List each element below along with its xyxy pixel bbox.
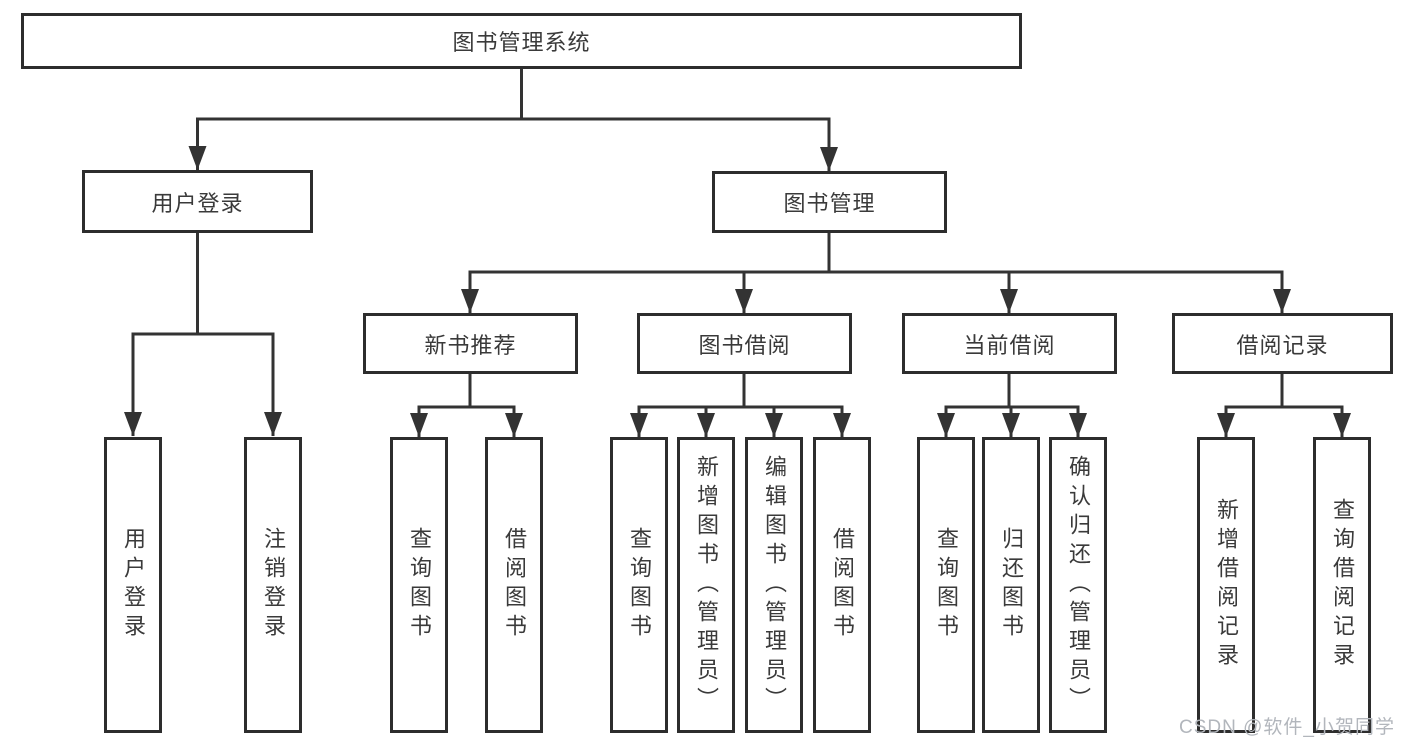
leaf-confirm-return-admin: 确认归还（管理员） — [1049, 437, 1107, 733]
leaf-query-books-recommend: 查询图书 — [390, 437, 448, 733]
node-user-login: 用户登录 — [82, 170, 313, 233]
leaf-query-borrow-record: 查询借阅记录 — [1313, 437, 1371, 733]
leaf-query-books-current: 查询图书 — [917, 437, 975, 733]
leaf-add-borrow-record: 新增借阅记录 — [1197, 437, 1255, 733]
leaf-borrow-books-recommend: 借阅图书 — [485, 437, 543, 733]
node-book-borrow: 图书借阅 — [637, 313, 852, 374]
leaf-logout: 注销登录 — [244, 437, 302, 733]
node-new-book-recommend: 新书推荐 — [363, 313, 578, 374]
leaf-return-book: 归还图书 — [982, 437, 1040, 733]
leaf-edit-book-admin: 编辑图书（管理员） — [745, 437, 803, 733]
leaf-add-book-admin: 新增图书（管理员） — [677, 437, 735, 733]
leaf-borrow-books-borrow: 借阅图书 — [813, 437, 871, 733]
node-root-system: 图书管理系统 — [21, 13, 1022, 69]
leaf-user-login: 用户登录 — [104, 437, 162, 733]
node-book-management: 图书管理 — [712, 171, 947, 233]
leaf-query-books-borrow: 查询图书 — [610, 437, 668, 733]
node-borrow-records: 借阅记录 — [1172, 313, 1393, 374]
node-current-borrow: 当前借阅 — [902, 313, 1117, 374]
